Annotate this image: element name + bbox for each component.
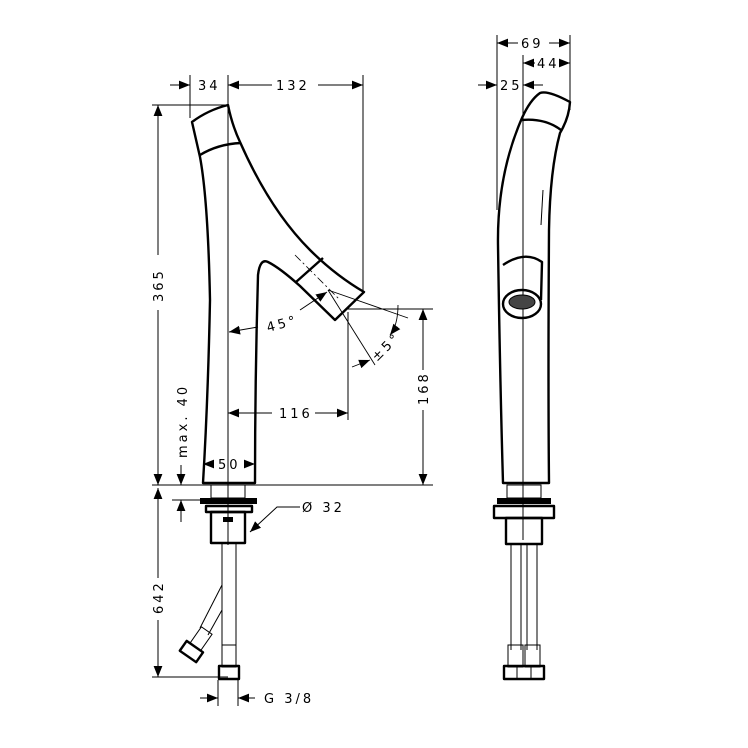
dim-g38-label: G 3/8: [264, 692, 314, 707]
dim-642-label: 642: [152, 580, 167, 614]
shank-body: [209, 510, 247, 545]
aerator-housing: [502, 255, 544, 301]
dim-168-label: 168: [417, 371, 432, 405]
dim-25-label: 25: [500, 79, 523, 94]
cap-band: [199, 141, 242, 157]
ring: [492, 504, 556, 520]
cap-band: [521, 118, 562, 131]
tolerance-arc: [389, 304, 401, 336]
shank-thread-upper: [506, 484, 542, 499]
tolerance-arrow: [351, 359, 371, 369]
dim-50-label: 50: [218, 458, 241, 473]
washer: [497, 498, 551, 504]
hose-nuts: [502, 664, 546, 681]
washer: [200, 498, 257, 504]
dim-69-label: 69: [521, 37, 544, 52]
aerator-outer: [501, 288, 543, 320]
faucet-body-side: [496, 91, 572, 485]
dim-132-label: 132: [276, 79, 310, 94]
spout-axis-line: [294, 254, 341, 301]
lever-edge: [540, 189, 544, 226]
spout-angle-label: 45°: [265, 313, 300, 336]
dim-116-label: 116: [279, 407, 313, 422]
flex-hose-line: [207, 609, 223, 636]
hose-fitting: [221, 644, 237, 668]
spout-band: [295, 257, 324, 283]
shank-pin: [223, 517, 233, 522]
aerator-mesh: [508, 294, 536, 310]
angle-arrow-left: [228, 325, 259, 335]
dim-44-label: 44: [537, 57, 560, 72]
dim-34-label: 34: [198, 79, 221, 94]
angle-line: [327, 289, 409, 319]
angle-line: [327, 289, 376, 366]
dim-d32-leader: [249, 506, 300, 533]
dim-365-label: 365: [152, 268, 167, 302]
dim-max40-label: max. 40: [176, 384, 191, 458]
flex-hose-line: [199, 584, 223, 629]
angle-tolerance-label: ±5°: [369, 330, 404, 365]
hose-nut: [217, 664, 241, 681]
flex-hose-fitting: [178, 626, 213, 664]
dim-d32-label: Ø 32: [302, 501, 345, 516]
angle-arrow-right: [299, 291, 328, 311]
front-view: 34 132 365 168 116 50 max. 40 642 G 3/8: [152, 75, 433, 707]
shank-body: [504, 516, 544, 546]
side-view: 69 44 25: [478, 35, 572, 681]
